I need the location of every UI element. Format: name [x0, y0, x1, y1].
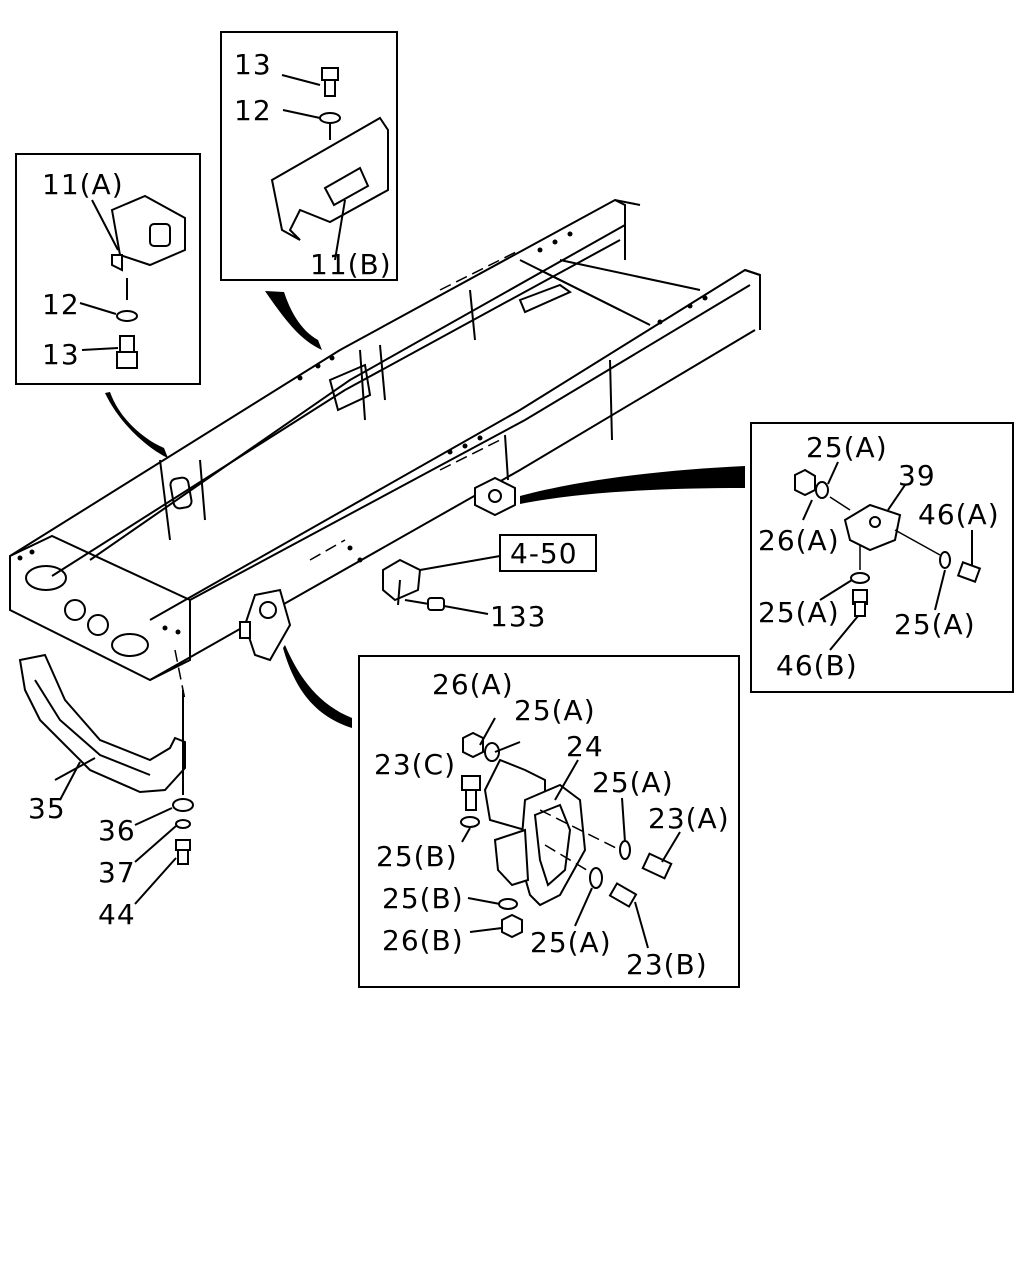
inset-left: 11(A) 12 13	[15, 153, 201, 385]
chassis-frame	[9, 198, 761, 701]
callout-13-top: 13	[234, 48, 272, 81]
inset-top: 13 12 11(B)	[220, 31, 398, 281]
callout-46b: 46(B)	[776, 649, 858, 682]
callout-12-top: 12	[234, 94, 272, 127]
callout-44: 44	[98, 898, 136, 931]
callout-11a: 11(A)	[42, 168, 124, 201]
callout-24: 24	[566, 730, 604, 763]
fasteners-35	[59, 761, 194, 905]
callout-36: 36	[98, 814, 136, 847]
callout-23a: 23(A)	[648, 802, 730, 835]
callout-133: 133	[490, 600, 546, 633]
callout-26b: 26(B)	[382, 924, 464, 957]
cross-member-35	[18, 653, 186, 795]
callout-46a: 46(A)	[918, 498, 1000, 531]
frame-holes	[17, 231, 708, 635]
leader-arrow-right	[520, 466, 745, 504]
ref-box-label: 4-50	[510, 537, 578, 570]
ref-box: 4-50	[499, 534, 597, 572]
callout-13: 13	[42, 338, 80, 371]
leader-arrow-bottom	[283, 645, 352, 728]
callout-11b: 11(B)	[310, 248, 392, 281]
callout-39: 39	[898, 459, 936, 492]
callout-26a-r: 26(A)	[758, 524, 840, 557]
inset-right: 25(A) 39 26(A) 46(A) 25(A) 25(A) 46(B)	[750, 422, 1014, 693]
callout-25a-r1: 25(A)	[806, 431, 888, 464]
callout-35: 35	[28, 792, 66, 825]
spring-hanger	[239, 588, 292, 662]
callout-25a-b1: 25(A)	[514, 694, 596, 727]
mount-bracket-4-50	[382, 555, 501, 615]
callout-25a-r3: 25(A)	[894, 608, 976, 641]
inset-bottom: 26(A) 25(A) 24 23(C) 25(A) 23(A) 25(B) 2…	[358, 655, 740, 988]
callout-25a-r2: 25(A)	[758, 596, 840, 629]
leader-arrow-left	[105, 392, 168, 458]
leader-arrow-top	[265, 291, 322, 350]
callout-23b: 23(B)	[626, 948, 708, 981]
callout-12: 12	[42, 288, 80, 321]
callout-25b-1: 25(B)	[376, 840, 458, 873]
callout-37: 37	[98, 856, 136, 889]
callout-25a-b3: 25(A)	[530, 926, 612, 959]
callout-25b-2: 25(B)	[382, 882, 464, 915]
callout-26a-b: 26(A)	[432, 668, 514, 701]
callout-25a-b2: 25(A)	[592, 766, 674, 799]
callout-23c: 23(C)	[374, 748, 456, 781]
rail-bracket	[474, 476, 516, 517]
